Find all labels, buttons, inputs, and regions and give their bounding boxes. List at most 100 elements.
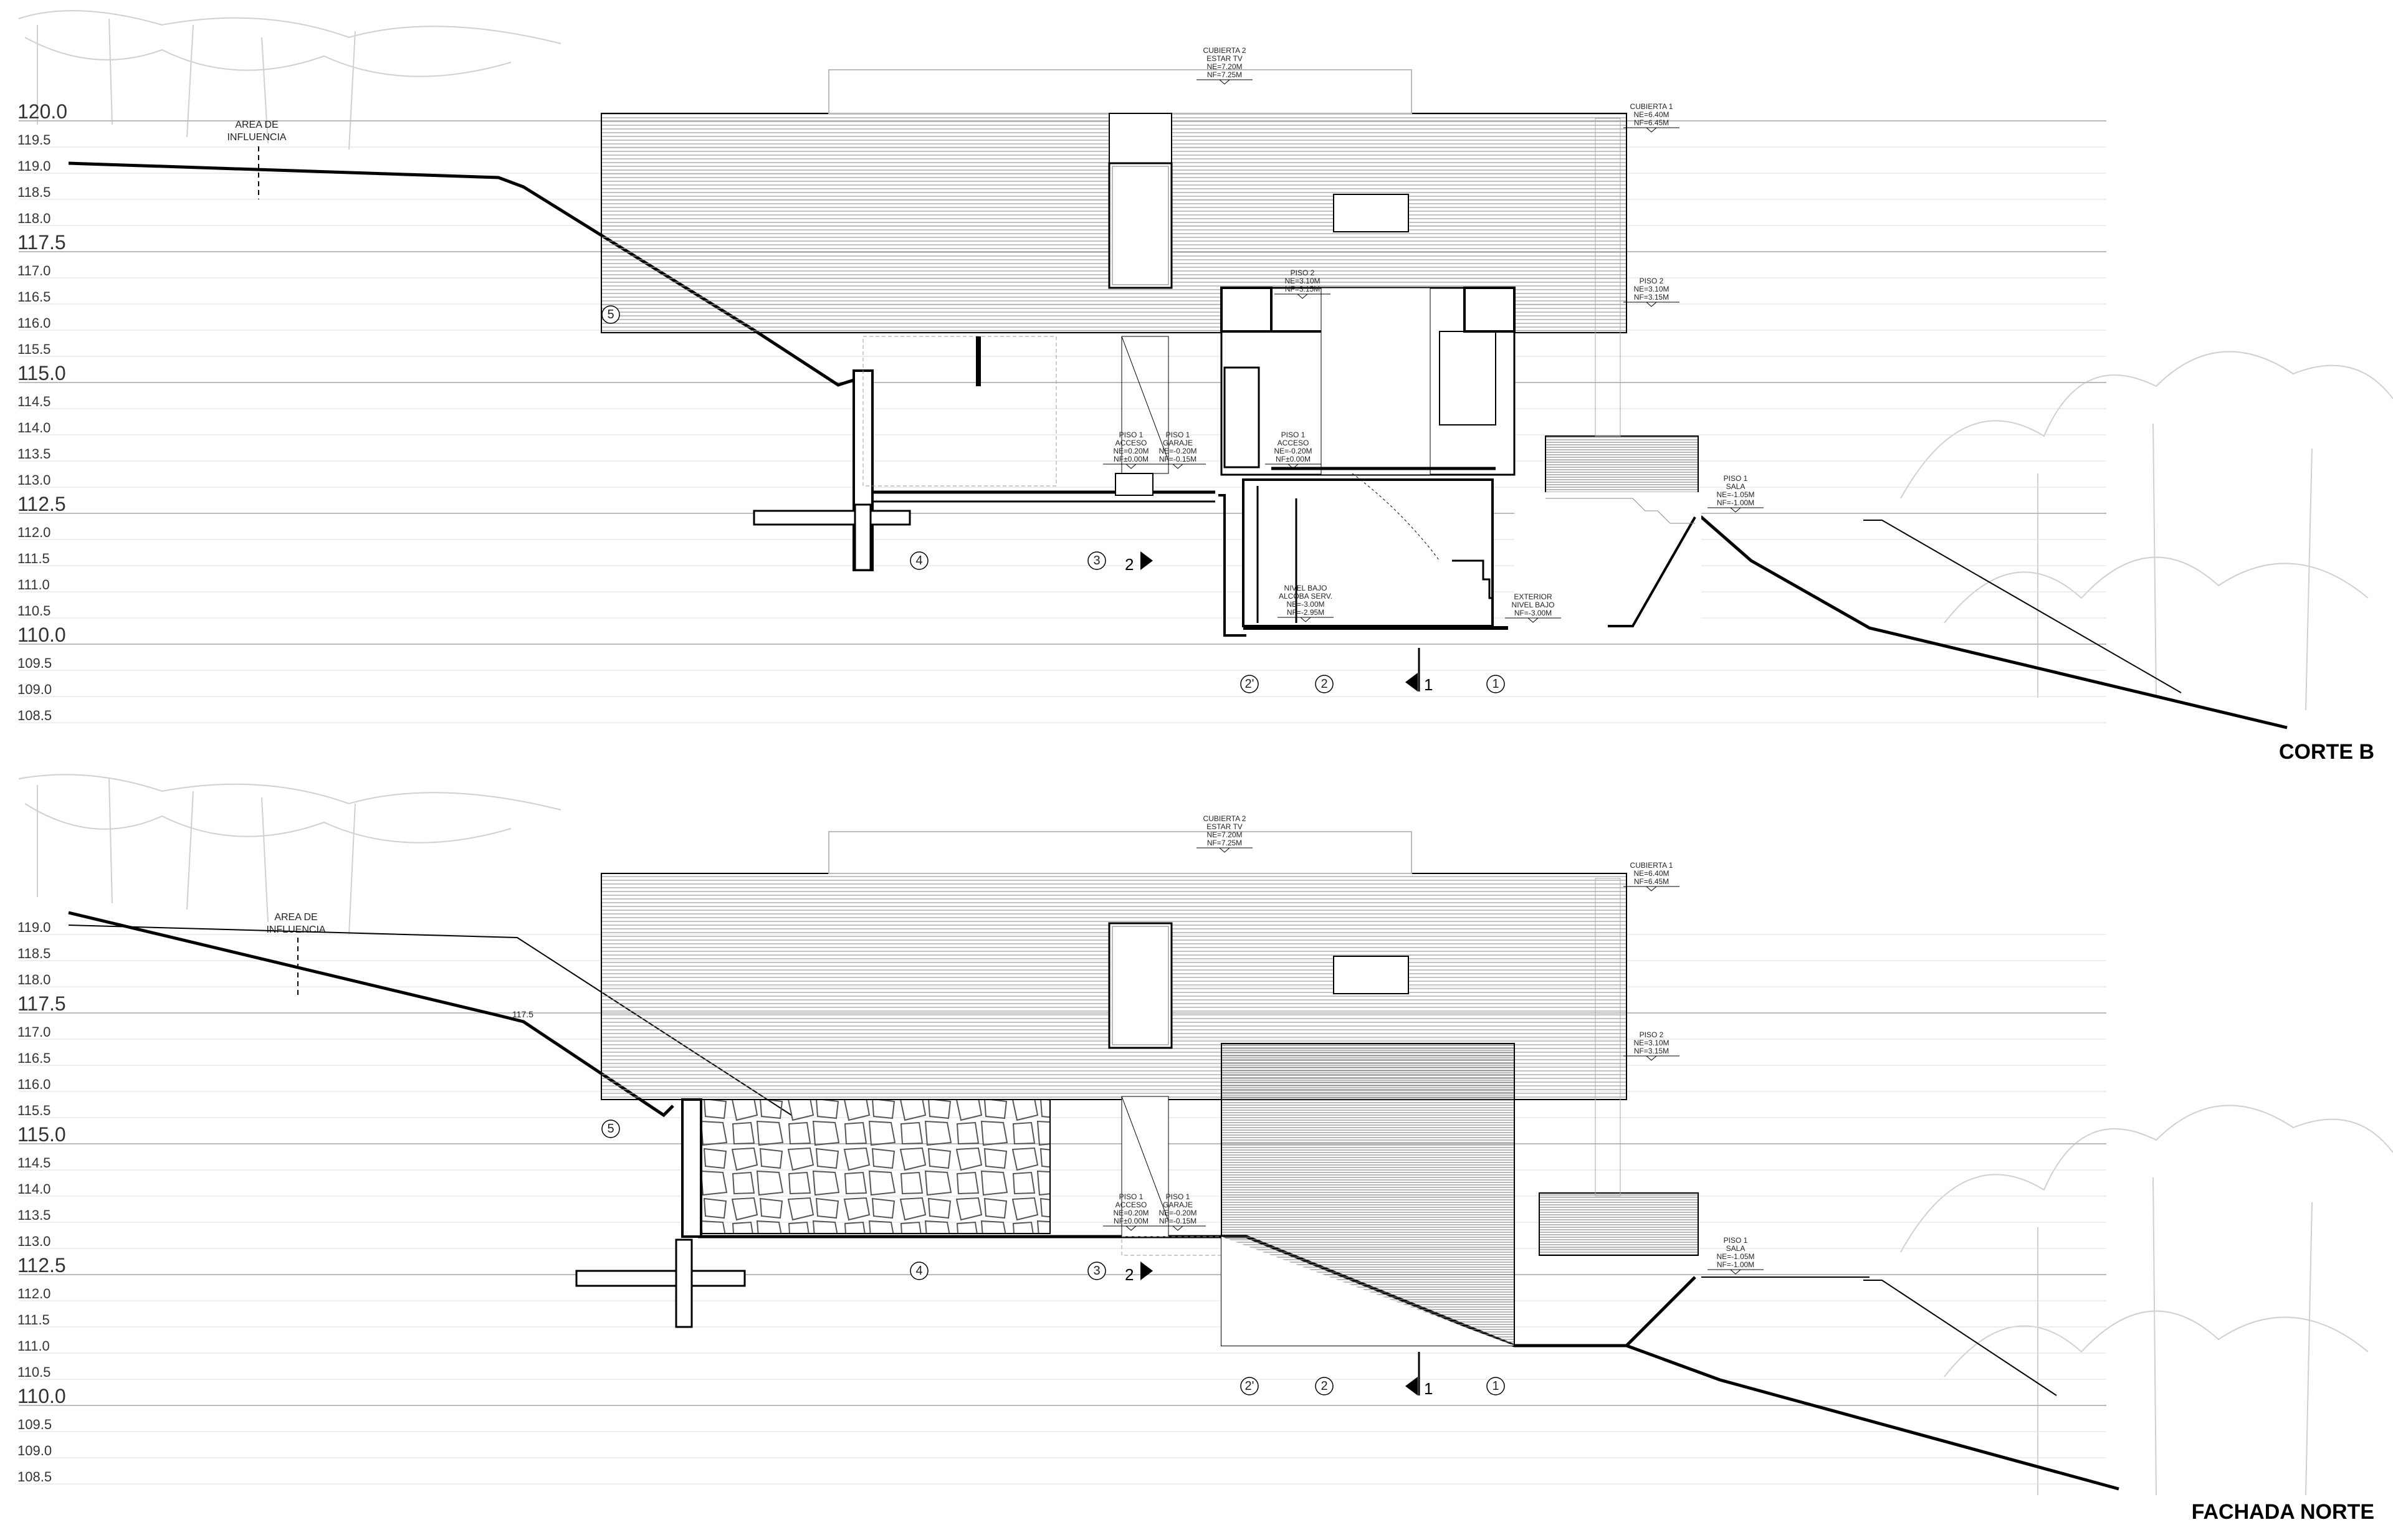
level-label: 112.0 — [17, 1286, 50, 1301]
area-influencia-label-fachada: AREA DE — [274, 912, 317, 923]
terrain-profile-fachada — [68, 911, 674, 1118]
level-label: 111.5 — [17, 1312, 50, 1328]
level-label: 114.5 — [17, 394, 50, 409]
svg-text:2: 2 — [1125, 1265, 1134, 1284]
axis-bubble: 2 — [1315, 1377, 1334, 1395]
axis-label: 4 — [915, 554, 922, 568]
axis-label: 2 — [1321, 677, 1327, 691]
level-tag-line: CUBIERTA 1 — [1630, 102, 1673, 111]
level-tag-line: NF=7.25M — [1207, 839, 1242, 847]
level-tag-line: SALA — [1726, 482, 1746, 491]
skylight-window — [1108, 162, 1173, 289]
svg-text:1: 1 — [1424, 1379, 1433, 1398]
grid-axes-corte-b: 5 4 3 2' 2 1 — [601, 305, 1505, 693]
level-label: 110.5 — [17, 1364, 50, 1380]
area-influencia-label: AREA DE — [235, 120, 278, 130]
axis-label: 3 — [1093, 554, 1100, 568]
section-marker-2: 2 — [1125, 551, 1153, 574]
level-tag-line: NE=0.20M — [1113, 1209, 1149, 1217]
level-tag-line: SALA — [1726, 1244, 1746, 1253]
level-tag-line: NE=-0.20M — [1274, 447, 1312, 455]
level-label: 117.0 — [17, 263, 50, 278]
axis-label: 5 — [607, 308, 614, 321]
level-tag-line: NE=3.10M — [1633, 1039, 1669, 1047]
level-tag-line: NF±0.00M — [1114, 455, 1149, 463]
level-tag-line: NF=-0.15M — [1159, 1217, 1196, 1225]
level-tag-line: NE=-1.05M — [1716, 490, 1754, 499]
level-tag-line: GARAJE — [1163, 1200, 1193, 1209]
level-tag-line: NE=6.40M — [1633, 869, 1669, 878]
level-label: 113.0 — [17, 472, 50, 488]
level-label: 109.5 — [17, 655, 52, 671]
level-tag-line: PISO 1 — [1724, 474, 1748, 483]
level-tag-line: ESTAR TV — [1206, 822, 1243, 831]
level-tag-line: PISO 1 — [1724, 1236, 1748, 1245]
level-label: 114.0 — [17, 1181, 50, 1197]
axis-bubble: 5 — [601, 1119, 620, 1138]
level-labels-fachada-norte: 119.0118.5118.0117.5117.0116.5116.0115.5… — [17, 920, 66, 1485]
level-label: 111.0 — [17, 577, 50, 592]
interior-section-cut — [1220, 287, 1516, 630]
level-tag-line: PISO 2 — [1291, 269, 1315, 277]
background-trees-left — [18, 10, 561, 150]
level-label: 119.0 — [17, 158, 50, 174]
axis-label: 4 — [915, 1264, 922, 1278]
level-label: 116.5 — [17, 289, 50, 305]
level-label: 108.5 — [17, 708, 52, 723]
axis-bubble: 3 — [1087, 1262, 1106, 1280]
level-tag-line: NE=7.20M — [1206, 62, 1242, 71]
level-tag-line: NE=-1.05M — [1716, 1252, 1754, 1261]
axis-label: 2 — [1321, 1379, 1327, 1393]
level-label: 118.0 — [17, 211, 50, 226]
axis-bubble: 2' — [1240, 675, 1259, 693]
svg-text:2: 2 — [1125, 555, 1134, 574]
level-label: 113.5 — [17, 446, 50, 462]
level-tag-line: ACCESO — [1278, 439, 1309, 447]
level-label: 111.0 — [17, 1338, 50, 1354]
level-tag-line: NF=3.15M — [1634, 1047, 1669, 1055]
level-tag-line: NF=6.45M — [1634, 877, 1669, 886]
level-label: 118.0 — [17, 972, 50, 987]
skylight-window-fachada — [1108, 922, 1173, 1049]
level-tag-line: PISO 1 — [1119, 1192, 1144, 1201]
level-tag-line: ESTAR TV — [1206, 54, 1243, 63]
level-label: 117.0 — [17, 1024, 50, 1040]
section-marker-1: 1 — [1405, 648, 1433, 694]
axis-label: 3 — [1093, 1264, 1100, 1278]
svg-text:117.5: 117.5 — [512, 1009, 533, 1019]
section-title-fachada-norte: FACHADA NORTE — [2192, 1500, 2374, 1524]
level-label: 116.5 — [17, 1050, 50, 1066]
level-label: 116.0 — [17, 1077, 50, 1092]
level-label: 108.5 — [17, 1469, 52, 1485]
level-tag-line: NIVEL BAJO — [1512, 601, 1555, 609]
level-label: 112.5 — [17, 493, 66, 515]
level-labels-corte-b: 120.0119.5119.0118.5118.0117.5117.0116.5… — [17, 100, 67, 723]
level-label: 115.0 — [17, 362, 66, 384]
level-tag-line: PISO 2 — [1640, 1030, 1664, 1039]
level-tag-line: NF=-1.00M — [1717, 498, 1754, 507]
level-tag-line: PISO 2 — [1640, 277, 1664, 285]
level-tag-line: ACCESO — [1115, 1200, 1147, 1209]
level-label: 112.0 — [17, 525, 50, 540]
section-marker-2-fachada: 2 — [1125, 1262, 1153, 1284]
level-tag-line: NF=-2.95M — [1287, 608, 1324, 617]
axis-bubble: 1 — [1486, 1377, 1505, 1395]
level-label: 113.0 — [17, 1233, 50, 1249]
axis-bubble: 2 — [1315, 675, 1334, 693]
level-grid-corte-b — [19, 120, 2106, 723]
level-label: 114.0 — [17, 420, 50, 435]
level-tag-line: NE=-0.20M — [1158, 1209, 1196, 1217]
